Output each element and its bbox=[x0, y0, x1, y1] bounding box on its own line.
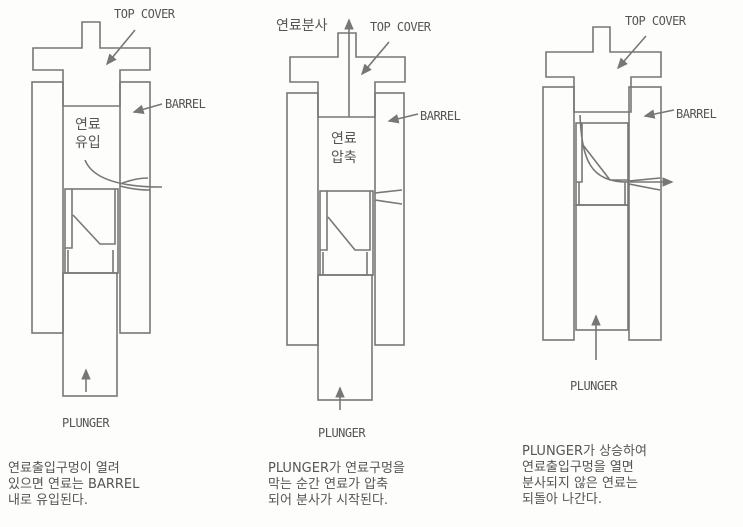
caption-panel-2: PLUNGER가 연료구멍을 막는 순간 연료가 압축 되어 분사가 시작된다. bbox=[268, 461, 405, 508]
caption-panel-3: PLUNGER가 상승하여 연료출입구멍을 열면 분사되지 않은 연료는 되돌아… bbox=[522, 444, 647, 507]
barrel-left bbox=[31, 81, 64, 334]
top-cover-arrow bbox=[360, 41, 390, 76]
panel-2-compression: 연료분사 TOP COVER BARREL PLUNGER 연료 압축 bbox=[276, 18, 461, 440]
top-cover bbox=[289, 32, 406, 118]
plunger-label: PLUNGER bbox=[318, 426, 366, 440]
top-cover-label: TOP COVER bbox=[370, 20, 432, 34]
caption-panel-1: 연료출입구멍이 열려 있으면 연료는 BARREL 내로 유입된다. bbox=[8, 461, 140, 508]
barrel-label: BARREL bbox=[165, 97, 206, 111]
panel-3-spill: TOP COVER BARREL PLUNGER bbox=[542, 14, 717, 393]
chamber-label-1: 연료 bbox=[75, 117, 101, 133]
barrel-right bbox=[628, 86, 662, 341]
plunger-head bbox=[64, 188, 119, 274]
panel-1-intake: TOP COVER BARREL PLUNGER 연료 유입 bbox=[31, 7, 206, 430]
barrel-label: BARREL bbox=[676, 107, 717, 121]
barrel-right bbox=[119, 81, 151, 334]
barrel-arrow bbox=[132, 103, 163, 114]
barrel-arrow bbox=[387, 113, 419, 124]
barrel-right bbox=[374, 92, 405, 346]
top-cover-label: TOP COVER bbox=[114, 7, 176, 21]
barrel-left bbox=[542, 86, 575, 341]
spray-label: 연료분사 bbox=[276, 18, 328, 34]
plunger-head bbox=[575, 114, 629, 206]
chamber-label-2: 유입 bbox=[75, 135, 101, 151]
fuel-flow-curve bbox=[84, 159, 163, 191]
plunger-head bbox=[319, 189, 403, 276]
plunger bbox=[317, 274, 373, 401]
barrel-label: BARREL bbox=[420, 109, 461, 123]
chamber-label-1: 연료 bbox=[331, 131, 357, 147]
top-cover bbox=[545, 26, 662, 113]
plunger-label: PLUNGER bbox=[62, 416, 110, 430]
plunger-label: PLUNGER bbox=[570, 379, 618, 393]
top-cover-label: TOP COVER bbox=[625, 14, 687, 28]
barrel-arrow bbox=[643, 109, 675, 119]
spill-flow bbox=[628, 177, 661, 191]
top-cover-arrow bbox=[616, 35, 647, 70]
top-cover-arrow bbox=[105, 29, 136, 66]
top-cover bbox=[32, 21, 151, 107]
plunger bbox=[62, 272, 118, 397]
barrel-left bbox=[286, 92, 319, 346]
chamber-label-2: 압축 bbox=[331, 150, 357, 166]
plunger bbox=[575, 204, 629, 331]
